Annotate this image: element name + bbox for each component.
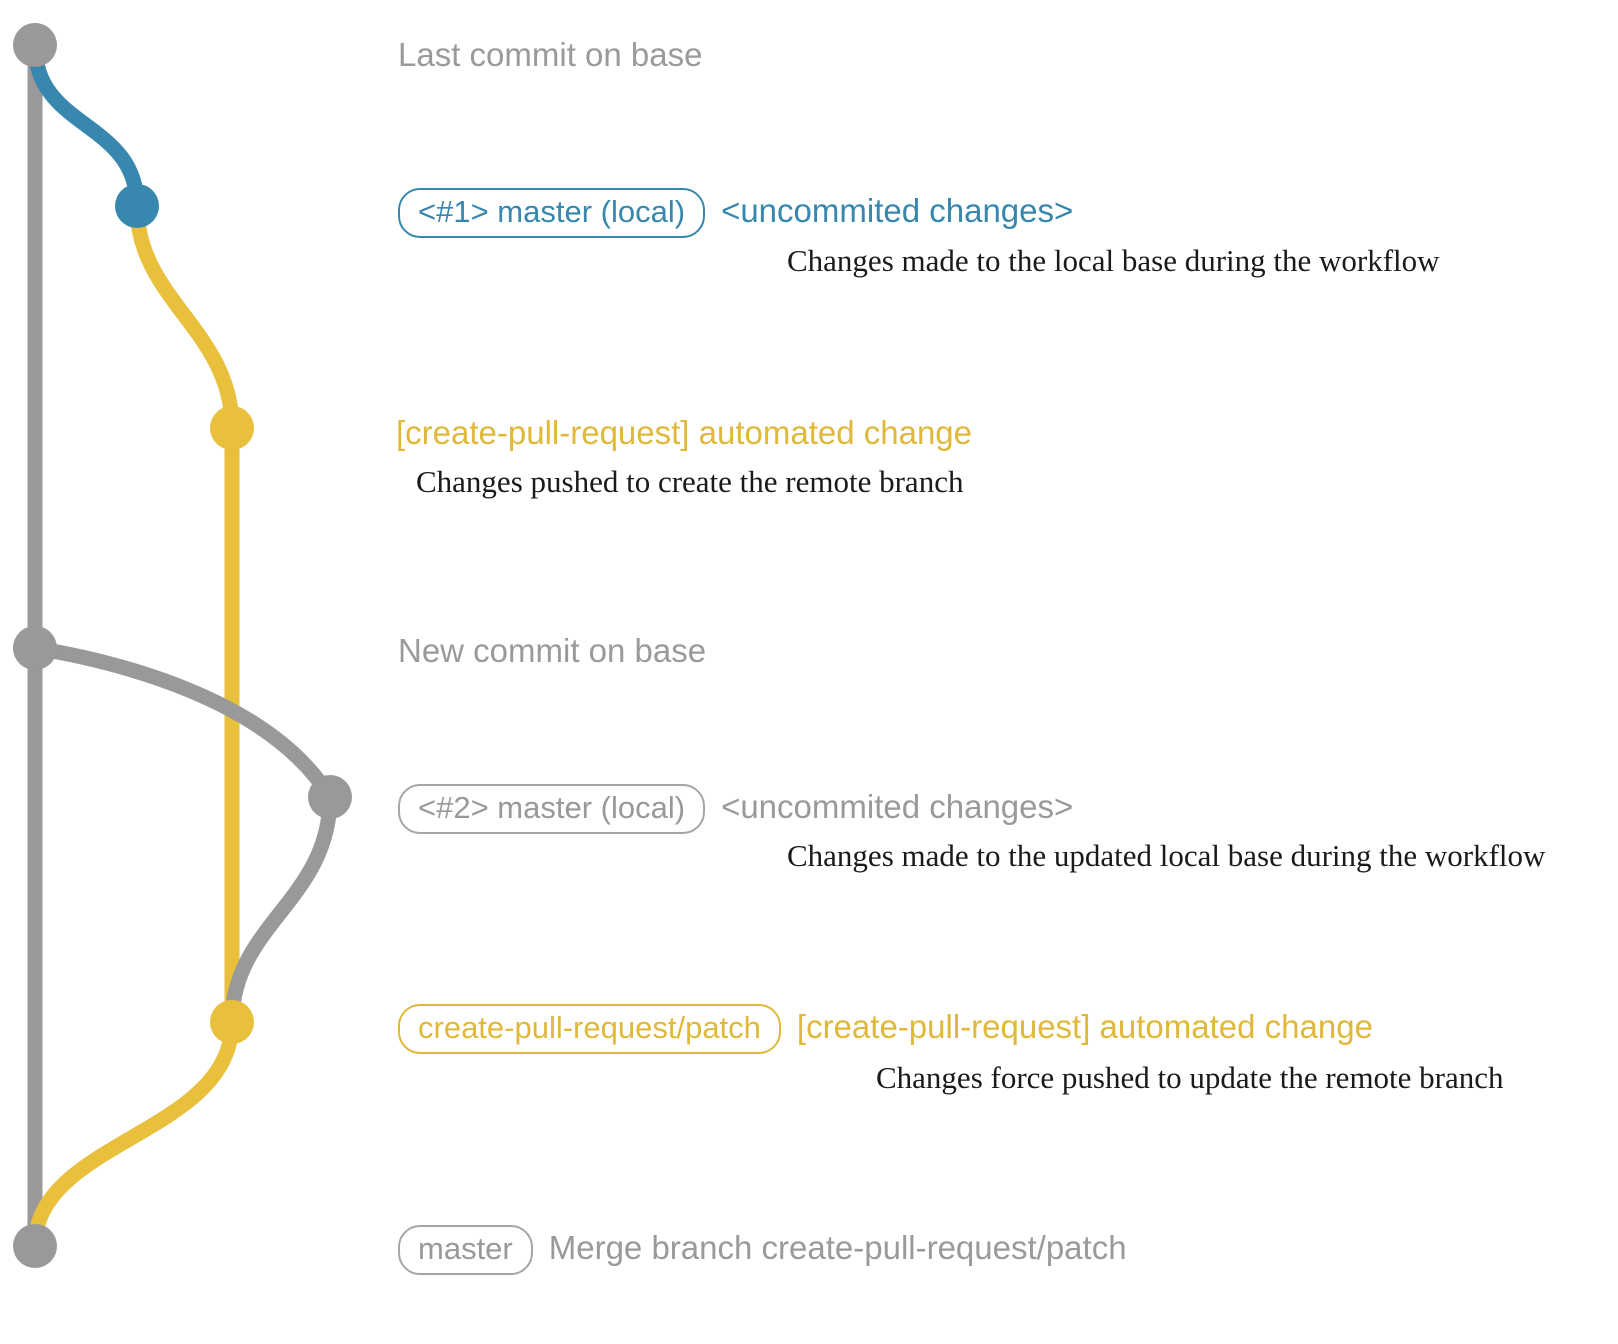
commit-row-patch-branch: create-pull-request/patch [create-pull-r…: [398, 1004, 1373, 1054]
commit-node-patch-1[interactable]: [210, 406, 254, 450]
ref-badge-master-local-2[interactable]: <#2> master (local): [398, 784, 706, 834]
commit-description-automated-change-1: Changes pushed to create the remote bran…: [416, 464, 964, 499]
commit-subject-last-commit-on-base: Last commit on base: [398, 36, 703, 73]
commit-subject-master-merge: Merge branch create-pull-request/patch: [548, 1229, 1127, 1266]
edge-patch-2-to-merge: [27, 1014, 240, 1254]
commit-subject-new-commit-on-base: New commit on base: [398, 632, 707, 669]
commit-row-master-local-2: <#2> master (local) <uncommited changes>: [398, 784, 1073, 834]
commit-node-local-2[interactable]: [308, 775, 352, 819]
ref-badge-master[interactable]: master: [398, 1225, 533, 1275]
commit-node-local-1[interactable]: [115, 184, 159, 228]
commit-row-master-merge: master Merge branch create-pull-request/…: [398, 1225, 1127, 1275]
ref-badge-create-pull-request-patch[interactable]: create-pull-request/patch: [398, 1004, 781, 1054]
edge-local-2-to-patch-2: [224, 789, 338, 1030]
commit-description-master-local-2: Changes made to the updated local base d…: [787, 838, 1546, 873]
edge-local-1-to-patch-1: [129, 198, 240, 436]
ref-badge-master-local-1[interactable]: <#1> master (local): [398, 188, 706, 238]
commit-subject-master-local-2: <uncommited changes>: [721, 788, 1074, 825]
commit-subject-automated-change-1: [create-pull-request] automated change: [396, 414, 973, 451]
commit-description-patch-branch: Changes force pushed to update the remot…: [876, 1060, 1504, 1095]
commit-subject-master-local-1: <uncommited changes>: [721, 192, 1074, 229]
commit-description-master-local-1: Changes made to the local base during th…: [787, 243, 1440, 278]
edge-base-to-local-1: [27, 37, 145, 214]
edge-base-new-to-local-2: [27, 640, 338, 805]
commit-node-patch-2[interactable]: [210, 1000, 254, 1044]
git-graph: [13, 23, 352, 1268]
commit-subject-patch-branch: [create-pull-request] automated change: [796, 1008, 1373, 1045]
commit-node-base-new[interactable]: [13, 626, 57, 670]
commit-node-master-merge[interactable]: [13, 1224, 57, 1268]
commit-row-master-local-1: <#1> master (local) <uncommited changes>: [398, 188, 1073, 238]
commit-node-base-top[interactable]: [13, 23, 57, 67]
